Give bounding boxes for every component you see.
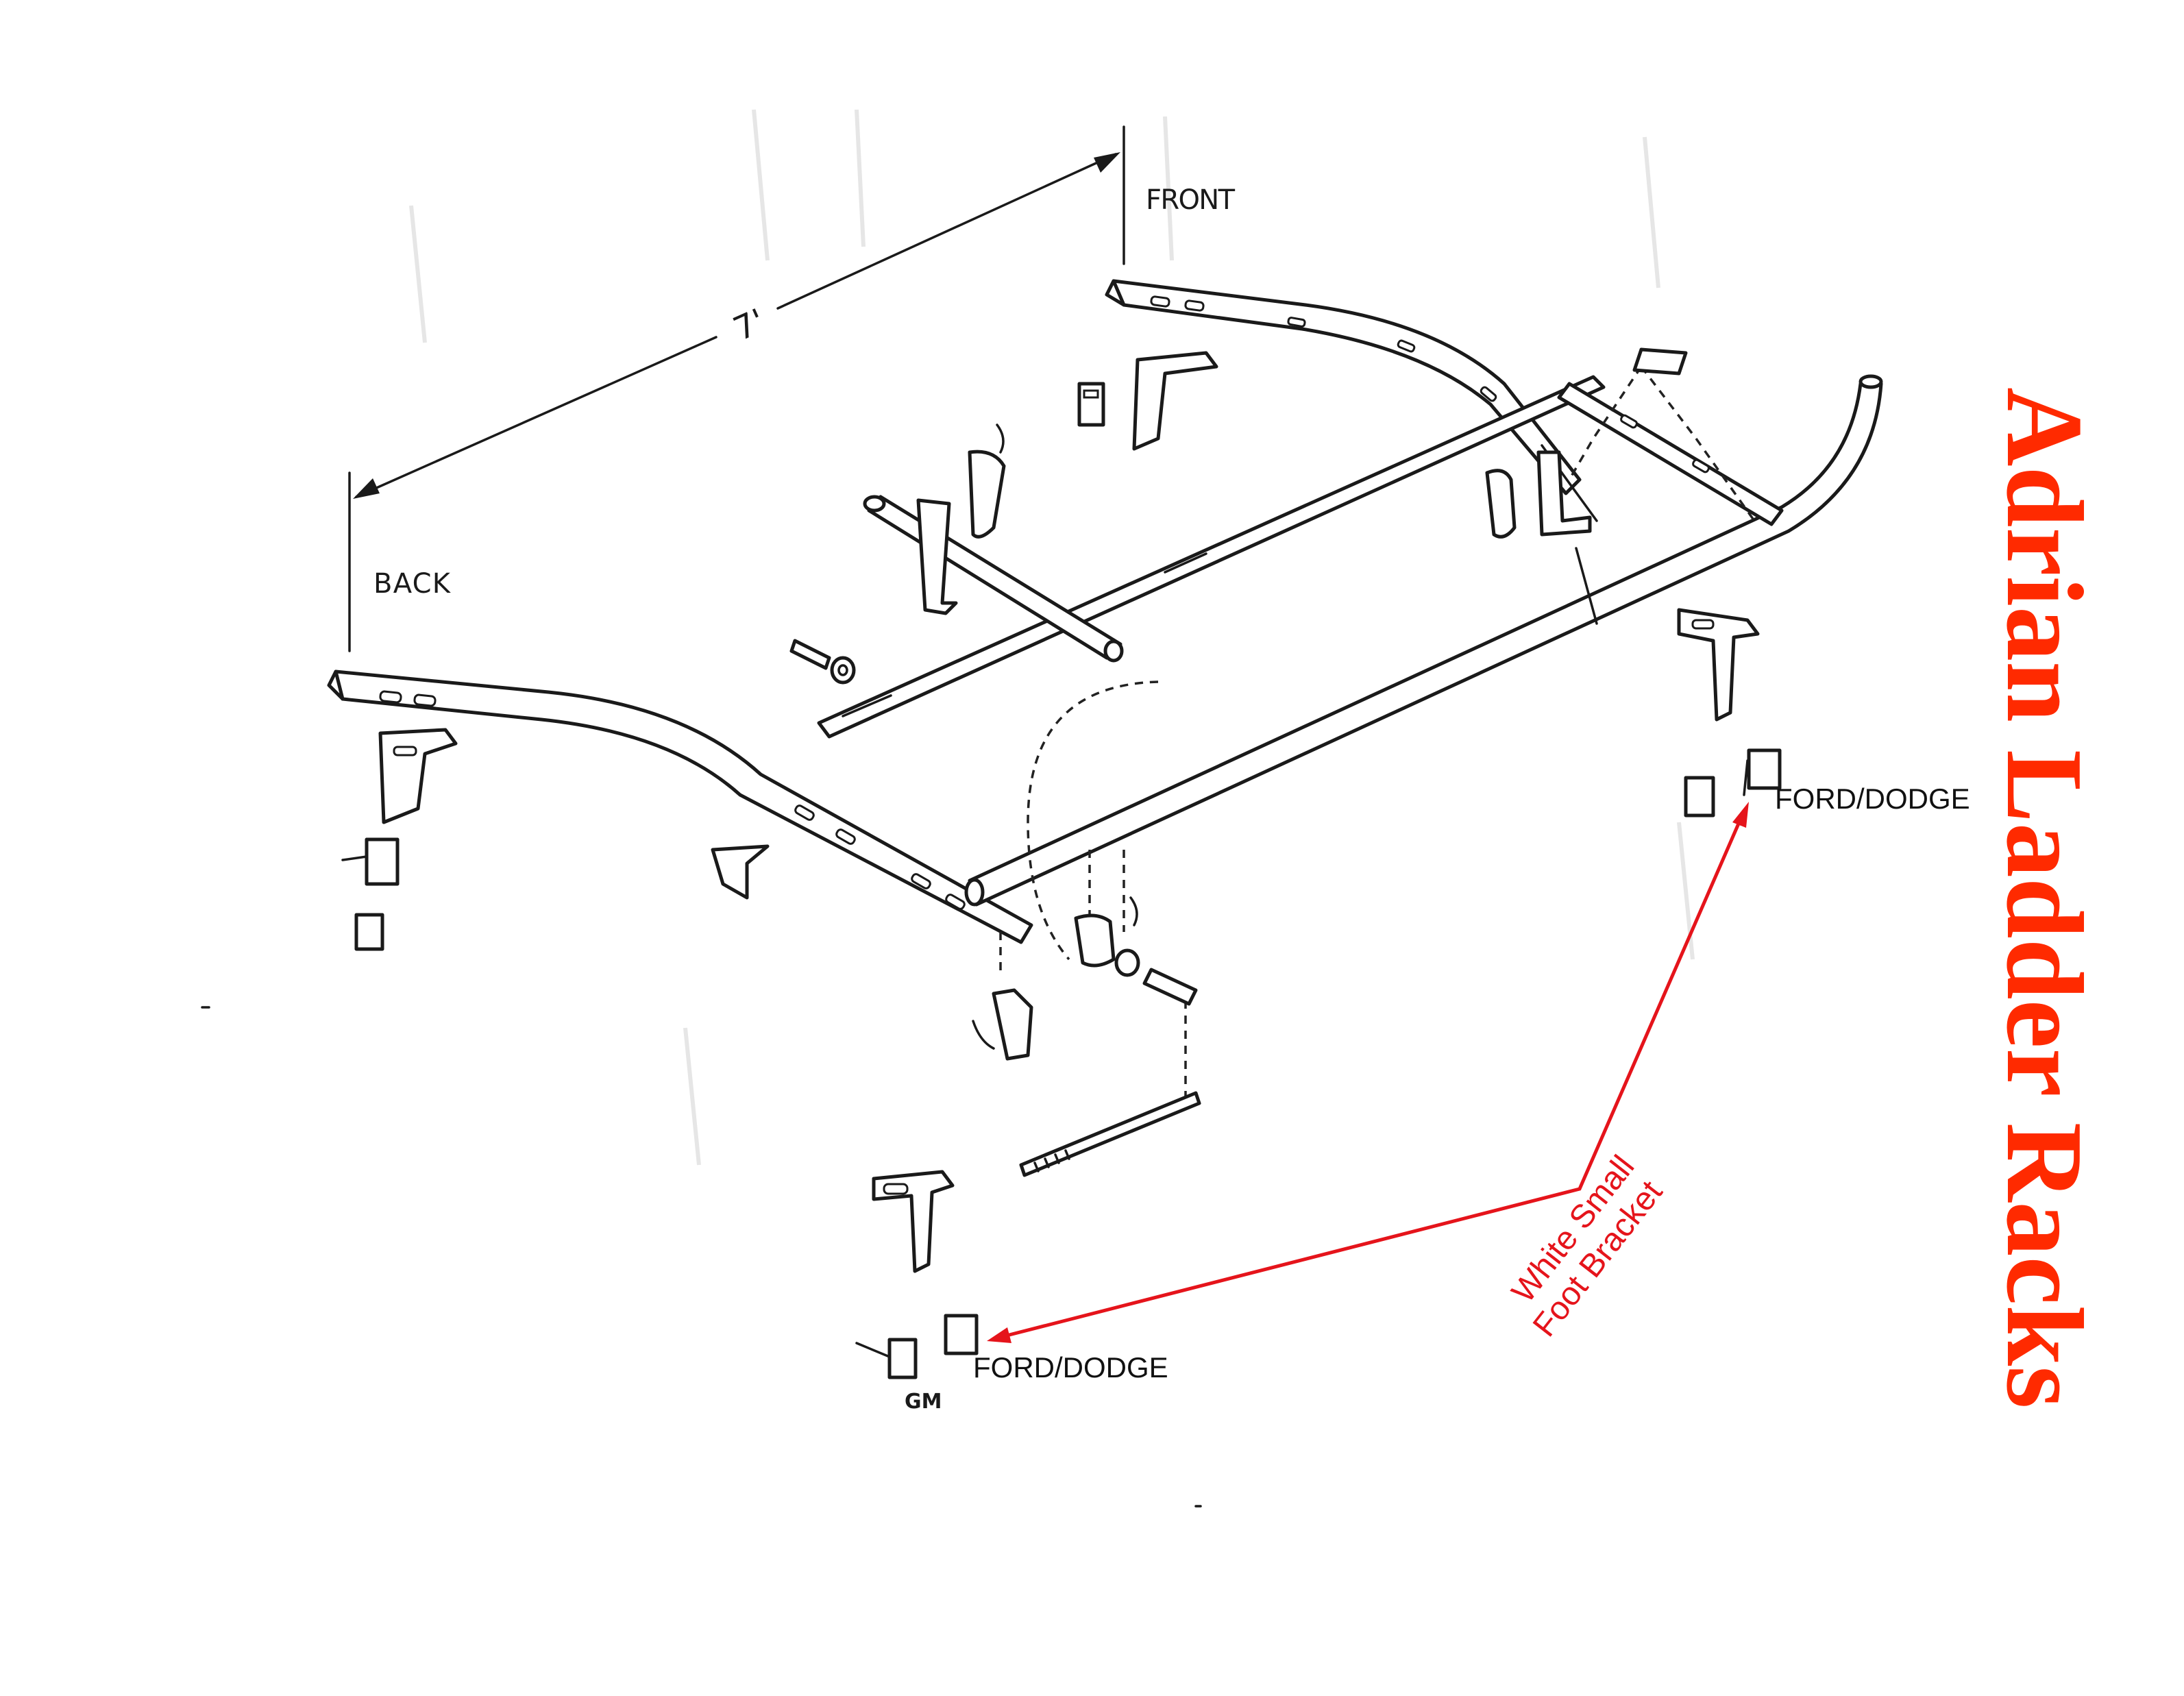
upper-clamp-bracket [968, 423, 1006, 539]
lower-washer-and-bolt [1114, 948, 1198, 1006]
scan-ghost-marks [409, 109, 1695, 1166]
back-crossbar [327, 669, 1033, 944]
right-upright-brackets [1485, 450, 1598, 625]
right-small-clips [1684, 748, 1782, 818]
back-label: BACK [373, 568, 452, 600]
front-foot-bracket [1077, 351, 1218, 451]
threaded-rod [1019, 1091, 1201, 1177]
rail-wedge [711, 844, 770, 900]
front-label: FRONT [1146, 184, 1236, 216]
middle-lower-brackets [972, 896, 1138, 1061]
center-slat [817, 375, 1606, 739]
upper-washer-and-bolt [789, 639, 856, 685]
ford-dodge-label-bottom: FORD/DODGE [973, 1351, 1168, 1384]
right-top-plate [1632, 347, 1688, 376]
right-foot-bracket [1677, 608, 1760, 722]
gm-label: GM [905, 1390, 942, 1414]
callout-arrows [987, 802, 1749, 1343]
lower-small-clips [855, 1314, 979, 1379]
rear-tube-hanger [916, 498, 958, 615]
back-foot-bracket [378, 728, 458, 824]
front-crossbar [1105, 279, 1582, 495]
lower-foot-bracket [872, 1170, 955, 1273]
length-label: 7' [728, 302, 771, 349]
right-end-rung [1557, 382, 1784, 526]
brand-title: Adrian Ladder Racks [1984, 387, 2106, 1409]
ford-dodge-label-right: FORD/DODGE [1775, 783, 1970, 815]
back-small-clips [341, 837, 400, 951]
dimension-length: 7' [348, 125, 1125, 652]
